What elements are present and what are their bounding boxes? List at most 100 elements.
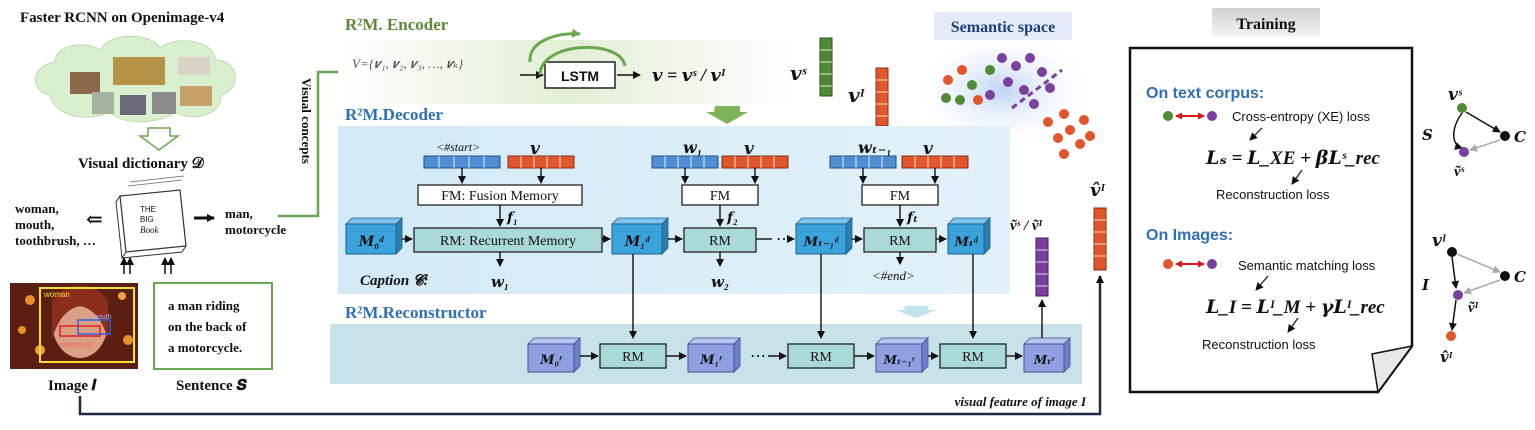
sentence-line-1: a man riding — [168, 298, 240, 313]
memory-m0d — [345, 217, 403, 255]
token-vector-v2 — [721, 155, 789, 169]
right-word-1: man, — [225, 206, 253, 221]
sentence-line-3: a motorcycle. — [168, 340, 242, 355]
vhat-label: 𝒗̂ᴵ — [1090, 180, 1105, 200]
sentence-to-book-arrows — [161, 257, 175, 274]
graph-vitilde-node — [1453, 290, 1463, 300]
vi-vector — [875, 67, 889, 127]
training-panel-fold — [1371, 344, 1414, 394]
image-to-book-arrows — [120, 257, 134, 274]
graph-vihat-node — [1446, 331, 1456, 341]
fm-to-rm-arrows — [496, 205, 904, 227]
decoder-to-reconstructor-hint — [896, 306, 936, 318]
caption-label: Caption 𝓒: — [360, 273, 429, 289]
semantic-space-title: Semantic space — [951, 19, 1055, 36]
left-word-3: toothbrush, … — [15, 233, 96, 248]
m0r-label: 𝑴₀ʳ — [539, 352, 563, 367]
decoder-v-3: 𝒗 — [923, 139, 934, 158]
graph-c-node — [1500, 131, 1510, 141]
ft-label: 𝒇ₜ — [906, 211, 918, 226]
xe-pointer — [1249, 127, 1263, 141]
book-icon: THE BIG Book — [115, 175, 187, 259]
recon-rm-box-2 — [787, 343, 855, 369]
photo-thumb-6 — [152, 92, 176, 114]
image-caption: Image 𝑰 — [48, 378, 98, 394]
graph-vs-label: 𝒗ˢ — [1448, 85, 1463, 104]
graph-vs-node — [1457, 103, 1467, 113]
image-box-toothbrush: toothbrush — [60, 342, 93, 349]
recon-feature-label: ṽˢ / ṽᴵ — [1010, 218, 1044, 234]
sm-orange-dot — [1163, 259, 1173, 269]
vs-vector — [819, 37, 833, 97]
semantic-separator — [1011, 68, 1063, 110]
output-w2: 𝒘₂ — [711, 275, 729, 291]
recon-rm-label-2: RM — [810, 350, 832, 365]
mt1r-label: 𝑴ₜ₋₁ʳ — [883, 353, 916, 367]
encoder-to-decoder-arrow — [706, 106, 748, 124]
m0d-label: 𝑴₀ᵈ — [358, 235, 384, 250]
li-recon-pointer — [1287, 317, 1299, 333]
token-vector-v1 — [507, 155, 575, 169]
m1r-label: 𝑴₁ʳ — [699, 352, 723, 367]
book-text-2: BIG — [140, 215, 154, 224]
book-text-1: THE — [140, 205, 156, 214]
sm-purple-dot — [1207, 259, 1217, 269]
graph-i-label: 𝑰 — [1421, 278, 1430, 294]
image-cloud — [35, 35, 236, 123]
dictionary-label: Visual dictionary 𝒟 — [78, 156, 205, 172]
memory-mtd — [947, 217, 991, 255]
graph-c2-label: 𝑪 — [1514, 270, 1526, 286]
token-vector-v3 — [901, 155, 969, 169]
end-token: <#end> — [872, 268, 915, 283]
output-w1: 𝒘₁ — [491, 275, 509, 291]
xe-loss-label: Cross-entropy (XE) loss — [1232, 109, 1370, 124]
li-equation: 𝑳_I = 𝑳ᴵ_M + 𝜸𝑳ᴵ_rec — [1205, 297, 1385, 318]
rm-label-2: RM — [709, 234, 731, 249]
semantic-space-glow — [925, 35, 1095, 145]
rm-to-output-arrows — [496, 252, 904, 267]
decoder-title: R²M.Decoder — [345, 105, 444, 124]
vi-label: 𝒗ᴵ — [848, 85, 866, 107]
mtr-label: 𝑴ₜʳ — [1033, 353, 1056, 367]
left-word-2: mouth, — [15, 217, 54, 232]
decoder-memory-down-arrows — [629, 254, 977, 339]
recon-rm-box-1 — [599, 343, 667, 369]
memory-m0r — [527, 337, 581, 373]
encoder-input-set: V={𝒗₁, 𝒗₂, 𝒗₃, …, 𝒗ₖ} — [352, 56, 464, 71]
right-word-2: motorcycle — [225, 222, 286, 237]
sentence-caption: Sentence 𝑺 — [176, 378, 247, 394]
fm-label-2: FM — [710, 189, 731, 204]
xe-green-dot — [1163, 111, 1173, 121]
memory-m1r — [687, 337, 741, 373]
fm-full-label: FM: Fusion Memory — [441, 189, 558, 204]
lstm-loop-arrow — [538, 45, 627, 76]
fm-label-3: FM — [890, 189, 911, 204]
text-graph: 𝒗ˢ 𝑺 𝑪 ṽˢ — [1422, 85, 1526, 180]
sentence-box — [153, 282, 273, 370]
f2-label: 𝒇₂ — [726, 211, 738, 226]
mt1d-label: 𝑴ₜ₋₁ᵈ — [803, 234, 840, 249]
input-image: woman mouth toothbrush — [10, 283, 138, 369]
mtd-label: 𝑴ₜᵈ — [953, 234, 978, 249]
memory-mt1d — [795, 217, 853, 255]
graph-s-edge — [1453, 112, 1463, 150]
decoder-v-2: 𝒗 — [744, 139, 755, 158]
photo-dog-thumb — [113, 57, 165, 85]
rm-full-label: RM: Recurrent Memory — [440, 234, 576, 249]
encoder-equation: 𝒗 = 𝒗ˢ / 𝒗ᴵ — [652, 65, 726, 85]
graph-vstilde-node — [1459, 147, 1469, 157]
left-word-1: woman, — [15, 201, 59, 216]
image-feature-path — [78, 275, 1104, 416]
graph-vs-c-edge — [1465, 111, 1501, 133]
f1-label: 𝒇₁ — [506, 211, 518, 226]
graph-c-vi-edge — [1463, 279, 1501, 295]
decoder-v-1: 𝒗 — [530, 139, 541, 158]
visual-concepts-label: Visual concepts — [299, 78, 314, 164]
recon-rm-label-1: RM — [622, 350, 644, 365]
text-corpus-heading: On text corpus: — [1146, 85, 1264, 102]
graph-vitilde-label: ṽᴵ — [1468, 300, 1480, 316]
rm-label-3: RM — [889, 234, 911, 249]
graph-c2-node — [1500, 271, 1510, 281]
graph-vi-edge — [1451, 256, 1460, 289]
